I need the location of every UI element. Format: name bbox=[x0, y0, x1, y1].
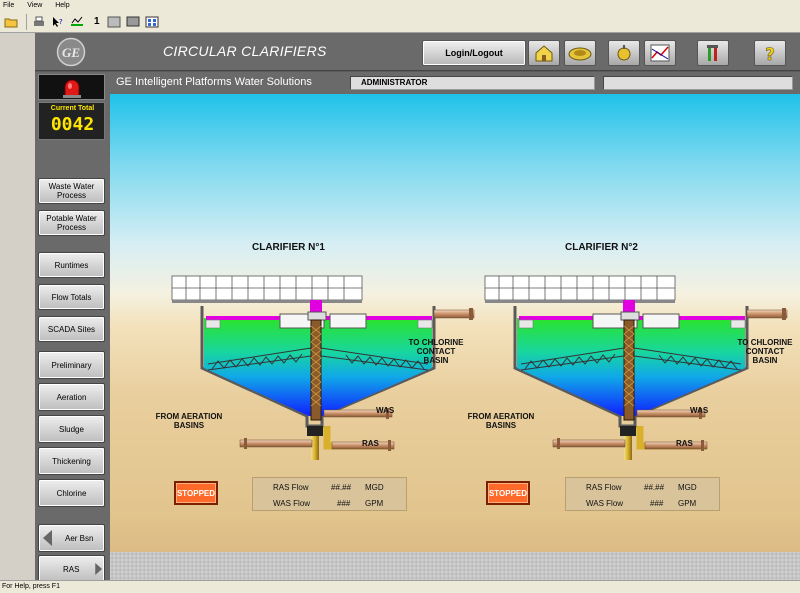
clarifier-2-flow-panel: RAS Flow ##.## MGD WAS Flow ### GPM bbox=[565, 477, 720, 511]
clarifier-1-was-label: WAS bbox=[376, 406, 395, 415]
help-button[interactable]: ? bbox=[754, 40, 786, 66]
sidebar-item-thickening[interactable]: Thickening bbox=[38, 447, 105, 475]
clarifier-2-to-chlorine-label: TO CHLORINE CONTACT BASIN bbox=[737, 338, 793, 365]
ge-logo-icon: GE bbox=[54, 37, 88, 67]
menu-help[interactable]: Help bbox=[55, 2, 70, 9]
alarm-button[interactable] bbox=[608, 40, 640, 66]
was-flow-unit: GPM bbox=[365, 499, 384, 508]
sidebar-item-sludge[interactable]: Sludge bbox=[38, 415, 105, 443]
was-flow-label: WAS Flow bbox=[273, 499, 311, 508]
trend-button[interactable] bbox=[644, 40, 676, 66]
menu-view[interactable]: View bbox=[27, 2, 43, 9]
next-screen-button[interactable]: RAS bbox=[38, 555, 105, 583]
hmi-application: GE CIRCULAR CLARIFIERS Login/Logout ? bbox=[35, 33, 800, 583]
sidebar-item-chlorine[interactable]: Chlorine bbox=[38, 479, 105, 507]
process-view: CLARIFIER N°1 TO CHLORINE CONTACT BASIN … bbox=[110, 94, 800, 580]
open-folder-icon[interactable] bbox=[3, 14, 19, 30]
ras-flow-unit: MGD bbox=[365, 483, 384, 492]
menu-file[interactable]: File bbox=[3, 2, 15, 9]
home-icon bbox=[535, 45, 553, 62]
diagnostic-icon[interactable] bbox=[69, 14, 85, 30]
ras-flow-label: RAS Flow bbox=[273, 483, 309, 492]
footer-pattern bbox=[110, 552, 800, 580]
clarifier-1-status-button[interactable]: STOPPED bbox=[174, 481, 218, 505]
was-flow-unit: GPM bbox=[678, 499, 697, 508]
print-icon[interactable] bbox=[31, 14, 47, 30]
sidebar-item-preliminary[interactable]: Preliminary bbox=[38, 351, 105, 379]
arrow-right-icon bbox=[95, 562, 103, 576]
alarm-siren-icon bbox=[62, 79, 81, 98]
toolbar: ? 1 bbox=[0, 11, 800, 33]
grid-view-icon[interactable] bbox=[144, 14, 160, 30]
context-help-icon[interactable]: ? bbox=[50, 14, 66, 30]
clarifier-2-ras-label: RAS bbox=[676, 439, 693, 448]
current-total-label: Current Total bbox=[50, 105, 95, 112]
arrow-left-icon bbox=[43, 530, 52, 546]
next-screen-label: RAS bbox=[63, 564, 80, 574]
alarm-bell-icon bbox=[617, 45, 631, 61]
status-bar: For Help, press F1 bbox=[0, 580, 800, 593]
ras-flow-label: RAS Flow bbox=[586, 483, 622, 492]
clarifier-1-from-aeration-label: FROM AERATION BASINS bbox=[155, 412, 223, 430]
svg-text:?: ? bbox=[59, 18, 63, 26]
toolbar-separator bbox=[26, 13, 27, 30]
clarifier-2-title: CLARIFIER N°2 bbox=[565, 242, 638, 253]
tools-icon bbox=[707, 45, 718, 61]
sidebar-item-runtimes[interactable]: Runtimes bbox=[38, 252, 105, 278]
info-field bbox=[603, 76, 793, 90]
clarifier-1-graphic[interactable] bbox=[172, 276, 474, 460]
clarifier-2-graphic[interactable] bbox=[485, 276, 787, 460]
current-total-panel: Current Total 0042 bbox=[38, 102, 105, 140]
menu-bar: File View Help bbox=[0, 0, 800, 11]
toolbar-counter: 1 bbox=[94, 16, 100, 27]
login-logout-button[interactable]: Login/Logout bbox=[422, 40, 526, 66]
header-bar: GE CIRCULAR CLARIFIERS Login/Logout ? bbox=[35, 33, 800, 71]
was-flow-value: ### bbox=[337, 499, 351, 508]
svg-text:GE: GE bbox=[62, 45, 80, 60]
ras-flow-value: ##.## bbox=[644, 483, 665, 492]
sidebar-item-aeration[interactable]: Aeration bbox=[38, 383, 105, 411]
window-left-margin bbox=[0, 33, 35, 580]
was-flow-label: WAS Flow bbox=[586, 499, 624, 508]
organization-name: GE Intelligent Platforms Water Solutions bbox=[116, 76, 312, 88]
logged-in-user: ADMINISTRATOR bbox=[350, 76, 595, 90]
page-title: CIRCULAR CLARIFIERS bbox=[163, 43, 327, 59]
was-flow-value: ### bbox=[650, 499, 664, 508]
clarifier-1-flow-panel: RAS Flow ##.## MGD WAS Flow ### GPM bbox=[252, 477, 407, 511]
trend-chart-icon bbox=[650, 44, 670, 62]
prev-screen-label: Aer Bsn bbox=[65, 533, 94, 543]
sidebar-item-flow-totals[interactable]: Flow Totals bbox=[38, 284, 105, 310]
clarifier-1-to-chlorine-label: TO CHLORINE CONTACT BASIN bbox=[408, 338, 464, 365]
clarifier-2-from-aeration-label: FROM AERATION BASINS bbox=[467, 412, 535, 430]
sidebar: Current Total 0042 Waste Water Process P… bbox=[35, 72, 110, 583]
ras-flow-value: ##.## bbox=[331, 483, 352, 492]
ras-flow-unit: MGD bbox=[678, 483, 697, 492]
home-button[interactable] bbox=[528, 40, 560, 66]
help-icon: ? bbox=[765, 45, 775, 63]
clarifier-1-title: CLARIFIER N°1 bbox=[252, 242, 325, 253]
prev-screen-button[interactable]: Aer Bsn bbox=[38, 524, 105, 552]
alarm-indicator[interactable] bbox=[38, 74, 105, 100]
current-total-value: 0042 bbox=[50, 114, 95, 135]
window-icon[interactable] bbox=[106, 14, 122, 30]
clarifier-2-was-label: WAS bbox=[690, 406, 709, 415]
clarifier-2-status-button[interactable]: STOPPED bbox=[486, 481, 530, 505]
overview-button[interactable] bbox=[564, 40, 596, 66]
sidebar-item-scada-sites[interactable]: SCADA Sites bbox=[38, 316, 105, 342]
clarifier-1-ras-label: RAS bbox=[362, 439, 379, 448]
tools-button[interactable] bbox=[697, 40, 729, 66]
sidebar-item-potable-water-process[interactable]: Potable Water Process bbox=[38, 210, 105, 236]
overview-icon bbox=[568, 47, 592, 61]
sidebar-item-waste-water-process[interactable]: Waste Water Process bbox=[38, 178, 105, 204]
subheader-bar: GE Intelligent Platforms Water Solutions… bbox=[110, 72, 800, 94]
monitor-icon[interactable] bbox=[125, 14, 141, 30]
svg-text:?: ? bbox=[765, 45, 775, 63]
